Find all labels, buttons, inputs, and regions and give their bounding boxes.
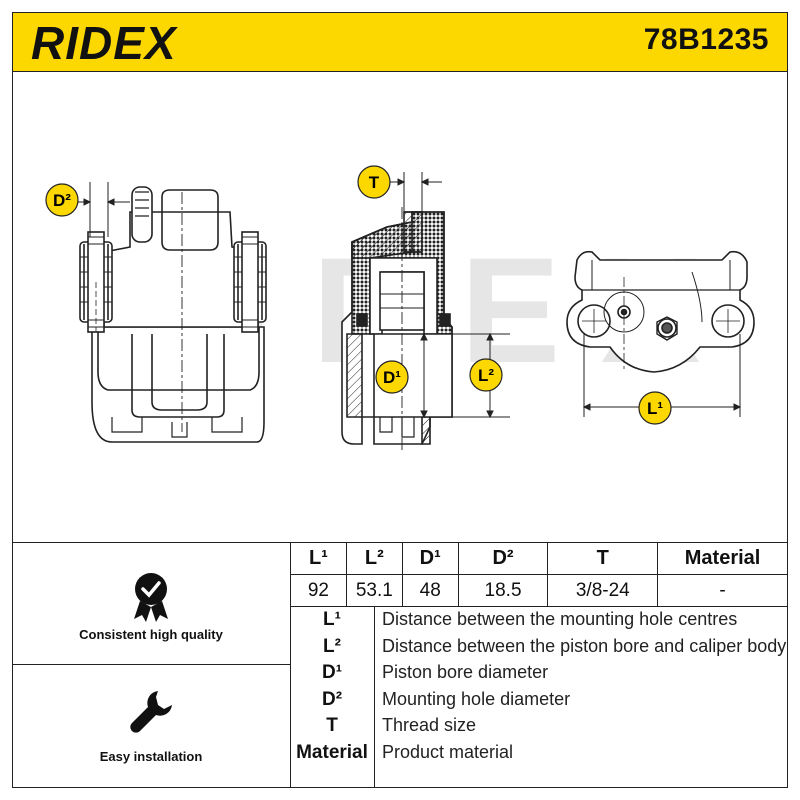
column-divider — [290, 542, 291, 788]
legend-item: D¹ Piston bore diameter — [290, 659, 788, 686]
legend-item: L¹ Distance between the mounting hole ce… — [290, 606, 788, 633]
ridex-logo-icon: RIDEX — [31, 17, 178, 69]
header-l2: L² — [345, 542, 403, 575]
caliper-top-view — [566, 250, 755, 373]
brand-logo: RIDEX — [29, 17, 204, 72]
value-t: 3/8-24 — [547, 574, 659, 607]
svg-text:L¹: L¹ — [647, 399, 663, 418]
wrench-icon — [130, 691, 172, 733]
d1-badge: D¹ — [375, 360, 409, 394]
caliper-front-view — [79, 186, 267, 443]
legend-divider — [374, 606, 375, 788]
legend-description: Product material — [382, 741, 514, 762]
d1-dimension — [420, 332, 428, 419]
header-d1: D¹ — [401, 542, 459, 575]
l1-badge: L¹ — [638, 391, 672, 425]
page-frame — [12, 12, 788, 788]
legend-key: L² — [323, 635, 341, 657]
value-l1: 92 — [290, 574, 347, 607]
quality-badge-icon — [134, 573, 168, 622]
table-header-row: L¹ L² D¹ D² T Material — [290, 542, 788, 575]
dimensions-table: L¹ L² D¹ D² T Material 92 53.1 48 18.5 3… — [290, 542, 788, 607]
legend-key: D² — [321, 688, 343, 710]
value-l2: 53.1 — [345, 574, 403, 607]
legend-item: T Thread size — [290, 712, 788, 739]
legend-item: Material Product material — [290, 739, 788, 766]
legend: L¹ Distance between the mounting hole ce… — [290, 606, 788, 765]
caliper-drawing: RIDEX — [45, 165, 755, 452]
legend-description: Distance between the piston bore and cal… — [382, 635, 787, 656]
value-d1: 48 — [401, 574, 459, 607]
legend-description: Distance between the mounting hole centr… — [382, 609, 738, 629]
legend-item: L² Distance between the piston bore and … — [290, 633, 788, 660]
caliper-section-view — [341, 207, 453, 452]
feature-divider — [12, 664, 290, 665]
brand-logo-text: RIDEX — [31, 17, 178, 67]
svg-text:D²: D² — [53, 191, 71, 210]
header-t: T — [547, 542, 659, 575]
d2-badge: D² — [45, 183, 79, 217]
technical-drawing: RIDEX — [12, 72, 788, 542]
svg-text:T: T — [369, 173, 380, 192]
header-l1: L¹ — [290, 542, 347, 575]
svg-text:L²: L² — [478, 366, 494, 385]
part-number: 78B1235 — [643, 23, 769, 56]
t-dimension — [384, 172, 442, 212]
header-bar: RIDEX 78B1235 — [12, 12, 788, 72]
feature-installation: Easy installation — [12, 675, 290, 785]
legend-description: Mounting hole diameter — [382, 688, 571, 709]
legend-item: D² Mounting hole diameter — [290, 686, 788, 713]
legend-description: Thread size — [382, 715, 477, 735]
feature-quality: Consistent high quality — [12, 555, 290, 665]
legend-key: L¹ — [323, 609, 341, 630]
t-badge: T — [357, 165, 391, 199]
legend-key: Material — [296, 741, 368, 763]
l1-dimension — [582, 334, 742, 417]
legend-key: T — [326, 715, 338, 736]
svg-text:D¹: D¹ — [383, 368, 401, 387]
value-d2: 18.5 — [457, 574, 549, 607]
table-row: 92 53.1 48 18.5 3/8-24 - — [290, 574, 788, 607]
feature-label: Easy installation — [99, 749, 203, 764]
legend-description: Piston bore diameter — [382, 662, 549, 682]
d2-dimension — [68, 182, 130, 237]
header-material: Material — [657, 542, 788, 575]
feature-label: Consistent high quality — [79, 627, 223, 642]
legend-key: D¹ — [321, 662, 343, 683]
l2-badge: L² — [469, 358, 503, 392]
value-material: - — [657, 574, 788, 607]
header-d2: D² — [457, 542, 549, 575]
